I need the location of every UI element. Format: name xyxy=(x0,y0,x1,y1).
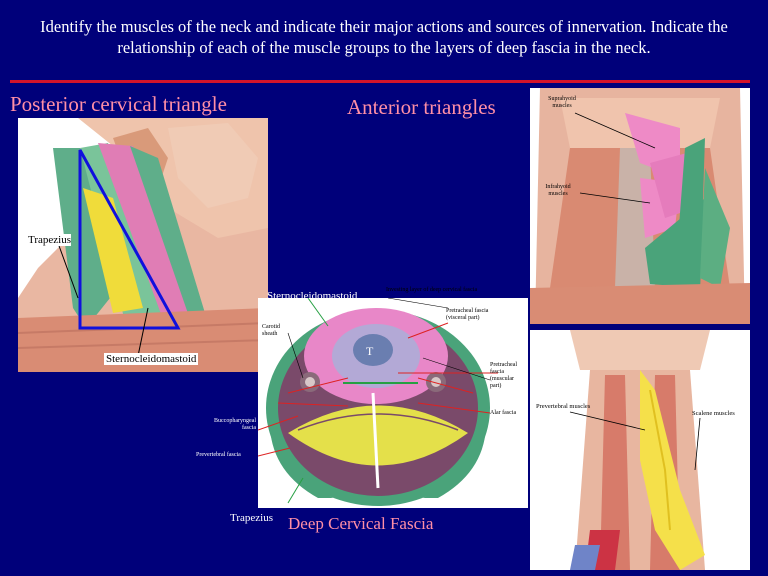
anterior-triangles-figure: Suprahyoid muscles Infrahyoid muscles xyxy=(530,88,750,324)
label-xs-sternocleidomastoid: Sternocleidomastoid xyxy=(267,290,358,302)
cross-section-caption: Deep Cervical Fascia xyxy=(288,514,434,533)
cross-section-figure: T Carotid sheath Pretracheal fascia (vis… xyxy=(258,298,528,508)
label-prevertebral-fascia: Prevertebral fascia xyxy=(196,452,241,458)
label-carotid-sheath: Carotid sheath xyxy=(262,324,280,337)
label-scalene-muscles: Scalene muscles xyxy=(692,410,735,417)
posterior-triangle-figure: Trapezius xyxy=(18,118,268,372)
anterior-triangles-heading: Anterior triangles xyxy=(347,95,496,119)
posterior-triangle-illustration xyxy=(18,118,268,372)
label-trapezius: Trapezius xyxy=(28,234,71,246)
label-suprahyoid: Suprahyoid muscles xyxy=(548,96,576,109)
cross-section-illustration xyxy=(258,298,528,508)
label-trachea: T xyxy=(366,344,374,358)
label-investing-layer: Investing layer of deep cervical fascia xyxy=(386,287,478,293)
label-infrahyoid: Infrahyoid muscles xyxy=(545,184,571,197)
label-xs-trapezius: Trapezius xyxy=(230,512,273,524)
label-pretracheal-visceral: Pretracheal fascia (visceral part) xyxy=(446,308,489,321)
label-pretracheal-muscular: Pretracheal fascia (muscular part) xyxy=(490,362,517,389)
prevertebral-illustration xyxy=(530,330,750,570)
prevertebral-figure: Prevertebral muscles Scalene muscles xyxy=(530,330,750,570)
slide-title: Identify the muscles of the neck and ind… xyxy=(40,17,728,57)
label-buccopharyngeal: Buccopharyngeal fascia xyxy=(214,418,256,431)
label-sternocleidomastoid: Sternocleidomastoid xyxy=(104,353,199,365)
anterior-triangles-illustration xyxy=(530,88,750,324)
label-alar-fascia: Alar fascia xyxy=(490,410,517,416)
posterior-triangle-heading: Posterior cervical triangle xyxy=(10,92,227,116)
title-divider xyxy=(10,80,750,83)
label-prevertebral-muscles: Prevertebral muscles xyxy=(536,403,591,410)
